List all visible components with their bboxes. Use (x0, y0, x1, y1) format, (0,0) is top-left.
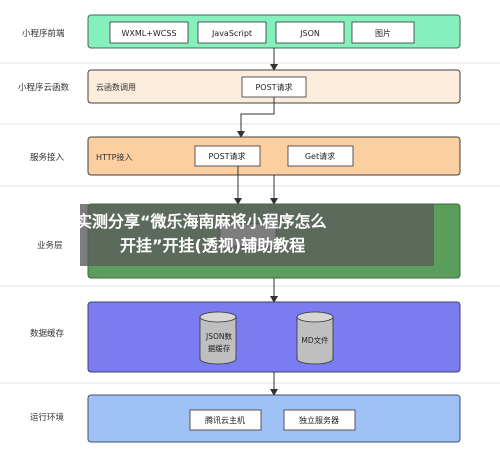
access-layer-label: HTTP接入 (96, 152, 132, 162)
md-file-cylinder: MD文件 (296, 311, 334, 365)
arrow-cloud-to-access (237, 97, 275, 138)
md-file-label: MD文件 (301, 335, 329, 345)
frontend-box-wxml (109, 21, 189, 44)
runtime-box-server-label: 独立服务器 (299, 415, 339, 425)
lane-label-frontend: 小程序前端 (22, 28, 65, 39)
frontend-box-js (197, 21, 267, 44)
frontend-box-image (351, 21, 415, 44)
lane-label-runtime: 运行环境 (30, 412, 65, 423)
access-box-get (287, 145, 354, 167)
cloud-layer-label: 云函数调用 (96, 82, 136, 92)
cloud-box-post-label: POST请求 (255, 82, 292, 92)
lane-label-cloud: 小程序云函数 (18, 82, 70, 93)
lane-label-data: 数据缓存 (30, 328, 65, 339)
frontend-box-wxml-label: WXML+WCSS (121, 29, 176, 38)
frontend-box-json (275, 21, 345, 44)
runtime-box-tencent-label: 腾讯云主机 (205, 415, 245, 425)
frontend-box-image-label: 图片 (375, 28, 391, 38)
lane-label-access: 服务接入 (30, 152, 65, 163)
frontend-box-json-label: JSON (299, 29, 320, 38)
access-box-get-label: Get请求 (305, 151, 335, 161)
lane-label-business: 业务层 (37, 240, 63, 251)
watermark-line-1: 实测分享“微乐海南麻将小程序怎么 (76, 212, 327, 231)
access-box-post-label: POST请求 (208, 151, 245, 161)
data-cache-layer (87, 301, 461, 373)
runtime-box-tencent (189, 409, 262, 431)
frontend-box-js-label: JavaScript (211, 29, 252, 38)
access-box-post (194, 145, 261, 167)
runtime-layer (87, 394, 461, 443)
json-cache-label-2: 据缓存 (208, 343, 231, 353)
runtime-box-server (283, 409, 356, 431)
json-cache-label-1: JSON数 (205, 331, 232, 341)
service-access-layer (87, 136, 461, 176)
watermark-bar (80, 204, 94, 266)
json-cache-cylinder: JSON数 据缓存 (199, 311, 237, 365)
watermark-line-2: 开挂”开挂(透视)辅助教程 (120, 236, 306, 255)
watermark-overlay: 实测分享“微乐海南麻将小程序怎么 开挂”开挂(透视)辅助教程 (76, 204, 434, 266)
